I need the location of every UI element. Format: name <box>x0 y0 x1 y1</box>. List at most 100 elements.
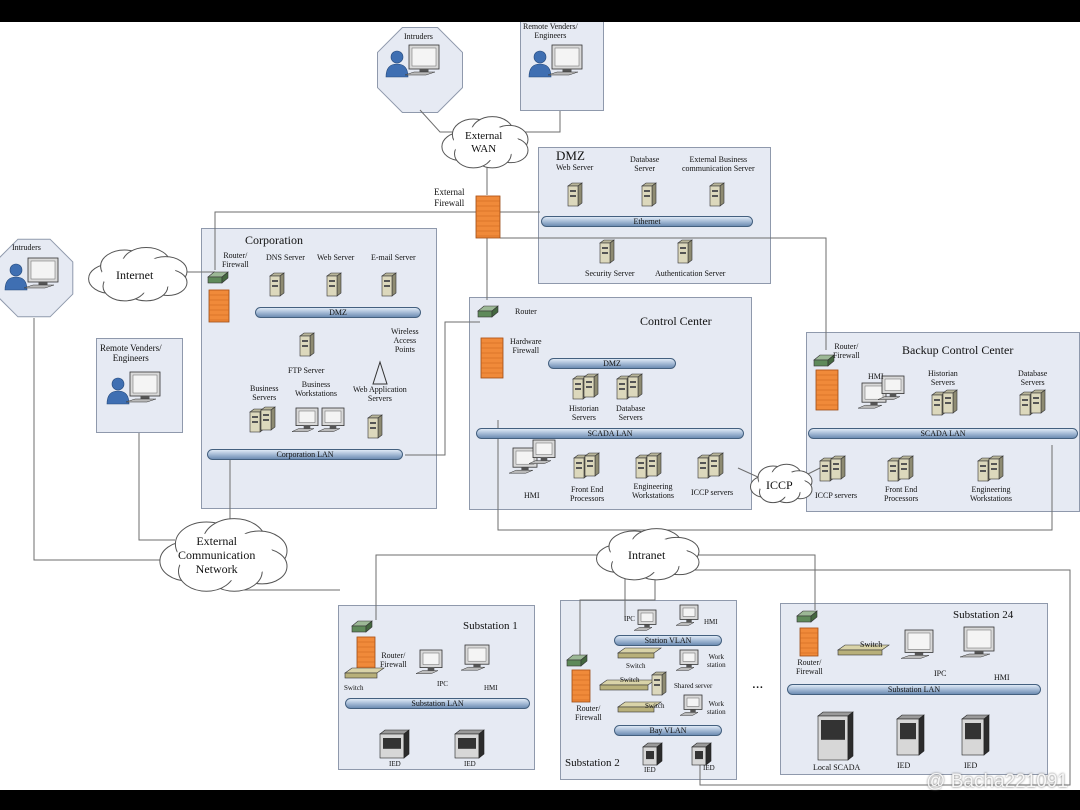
sub2-hmi-stand <box>686 619 692 623</box>
substation-1-title: Substation 1 <box>463 620 518 632</box>
sub2-workstation-2-stand <box>690 709 696 713</box>
backup-database-servers-slot <box>1033 397 1039 399</box>
backup-historian-servers-slot <box>934 404 940 406</box>
ellipsis-separator: ... <box>752 676 764 692</box>
connection-line <box>138 433 175 541</box>
sub2-router-side <box>580 654 588 667</box>
corp-business-workstation-2-stand <box>329 425 337 429</box>
dmz-security-server-slot <box>602 252 608 254</box>
backup-engineering-workstations-slot <box>980 465 986 467</box>
cc-database-servers-slot <box>630 381 636 383</box>
front-end-processors-slot <box>587 465 593 467</box>
corp-business-servers-slot <box>263 414 269 416</box>
sub24-ied-2-label: IED <box>964 761 978 770</box>
remote-vendor-top-station-monitor-stand <box>562 69 572 72</box>
cc-hmi-label: HMI <box>524 491 540 500</box>
dmz-external-business-server-slot <box>712 195 718 197</box>
sub2-shared-server-label: Shared server <box>674 682 713 690</box>
sub1-ied-1-panel <box>383 738 401 749</box>
dmz-database-server-label: Database Server <box>630 155 660 173</box>
local-scada-cabinet <box>817 711 854 717</box>
sub24-ied-1-label: IED <box>897 761 911 770</box>
connection-line <box>33 318 170 561</box>
sub1-hmi-keyboard <box>460 666 486 671</box>
backup-engineering-workstations-side <box>998 455 1004 480</box>
control-center-title: Control Center <box>640 314 712 328</box>
dmz-security-server-slot <box>602 247 608 249</box>
intruder-left-station-monitor-stand <box>38 282 48 285</box>
cc-database-servers-slot <box>630 386 636 388</box>
sub24-ipc-stand <box>914 652 924 656</box>
sub2-ipc-screen <box>640 612 654 622</box>
backup-front-end-processors-slot <box>901 463 907 465</box>
sub2-workstation-1-screen <box>682 652 696 662</box>
corp-email-server-slot <box>384 280 390 282</box>
corp-business-servers-label: Business Servers <box>250 384 279 402</box>
backup-historian-servers-slot <box>934 399 940 401</box>
dmz-database-server-side <box>651 182 657 207</box>
remote-vendor-top-station-person-body <box>528 63 552 78</box>
backup-front-end-processors-side <box>908 455 914 480</box>
sub2-switch-1-front <box>617 652 655 659</box>
backup-hmi-2-stand <box>889 393 897 397</box>
connection-line <box>737 467 761 479</box>
sub24-hmi-screen <box>966 629 992 649</box>
sub2-bay-vlan-bus: Bay VLAN <box>614 725 722 736</box>
remote-vendors-left-label: Remote Venders/ Engineers <box>100 343 162 363</box>
remote-vendors-top-label: Remote Venders/ Engineers <box>523 22 578 40</box>
intruder-top-station-monitor-screen <box>411 47 437 67</box>
sub2-switch-3-front <box>617 706 655 713</box>
external-firewall <box>475 195 501 239</box>
sub2-ied-1-side <box>656 742 663 766</box>
sub24-firewall <box>799 627 819 657</box>
corp-business-ws-label: Business Workstations <box>295 380 338 398</box>
sub1-ied-1-side <box>403 729 410 759</box>
backup-hmi-2-keyboard <box>877 396 901 400</box>
remote-vendor-left-station-person-body <box>106 390 130 405</box>
backup-front-end-processors-slot <box>901 468 907 470</box>
dmz-web-server-label: Web Server <box>556 163 594 172</box>
sub1-switch-front <box>344 672 378 679</box>
backup-fep-label: Front End Processors <box>884 485 919 503</box>
sub1-router-label: Router/ Firewall <box>380 651 407 669</box>
backup-control-center-title: Backup Control Center <box>902 343 1014 357</box>
sub1-lan-bus: Substation LAN <box>345 698 530 709</box>
corp-business-servers-slot <box>252 421 258 423</box>
substation-2-title: Substation 2 <box>565 757 620 769</box>
cc-database-servers-slot <box>619 383 625 385</box>
dmz-web-server-slot <box>570 195 576 197</box>
front-end-processors-slot <box>576 462 582 464</box>
backup-scada-lan-bus: SCADA LAN <box>808 428 1078 439</box>
sub24-lan-bus: Substation LAN <box>787 684 1041 695</box>
backup-database-servers-slot <box>1022 399 1028 401</box>
sub24-router-front <box>796 615 812 623</box>
intruders-top-label: Intruders <box>404 32 433 41</box>
backup-iccp-servers-slot <box>833 468 839 470</box>
cc-engineering-workstations-slot <box>649 460 655 462</box>
remote-vendor-top-station-person <box>533 50 547 64</box>
watermark: @ Bacha221091 <box>926 771 1068 792</box>
corp-business-workstation-2-screen <box>324 410 342 423</box>
backup-database-servers-slot <box>1033 402 1039 404</box>
sub1-hmi-label: HMI <box>484 684 498 692</box>
dmz-security-server-label: Security Server <box>585 269 635 278</box>
sub2-ied-2-label: IED <box>703 764 715 772</box>
sub2-ipc-label: IPC <box>624 615 635 623</box>
cc-engineering-workstations-slot <box>649 465 655 467</box>
historian-servers-slot <box>575 383 581 385</box>
backup-historian-label: Historian Servers <box>928 369 958 387</box>
local-scada-cabinet-side <box>847 711 854 761</box>
cc-router-label: Router <box>515 307 537 316</box>
substation-24-title: Substation 24 <box>953 609 1014 621</box>
dmz-external-business-server-side <box>719 182 725 207</box>
backup-engineering-workstations-slot <box>980 470 986 472</box>
sub24-switch-label: Switch <box>860 640 883 649</box>
backup-router-front <box>813 359 829 367</box>
intruder-top-station-monitor-stand <box>419 69 429 72</box>
sub2-station-vlan-bus: Station VLAN <box>614 635 722 646</box>
external-communication-network-cloud <box>159 518 288 592</box>
corp-dns-server-slot <box>272 280 278 282</box>
external-firewall-label: External Firewall <box>434 187 465 208</box>
intruder-top-station-person-body <box>385 63 409 78</box>
backup-engineering-workstations-slot <box>991 463 997 465</box>
